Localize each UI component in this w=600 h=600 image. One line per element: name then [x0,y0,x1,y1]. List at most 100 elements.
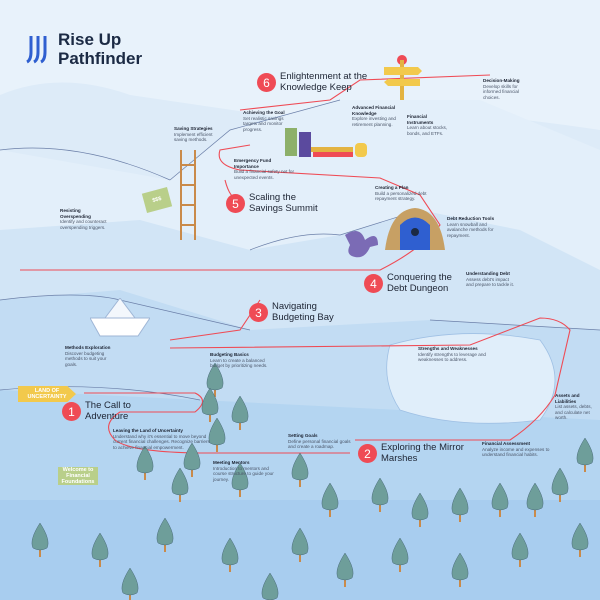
step-title: Strengths and Weaknesses [418,346,478,351]
stage-title: Enlightenment at the Knowledge Keep [280,71,368,93]
step-description: Develop skills for informed financial ch… [483,83,520,100]
step-title: Resisting Overspending [60,208,91,219]
stage-number: 4 [364,274,383,293]
dungeon-gate-icon [385,208,445,250]
tree-icon [231,395,249,430]
step-title: Decision-Making [483,78,520,83]
step-title: Emergency Fund Importance [234,158,272,169]
tree-icon [321,482,339,517]
step-title: Achieving the Goal [243,110,285,115]
step-title: Budgeting Basics [210,352,249,357]
tree-icon [551,467,569,502]
brand-name-line2: Pathfinder [58,49,143,68]
brand-name-line1: Rise Up [58,30,122,49]
tree-icon [511,532,529,567]
step-description: Understand why it's essential to move be… [113,433,210,450]
step-description: Analyze income and expenses to understan… [482,446,550,458]
step-description: Identify strengths to leverage and weakn… [418,351,486,363]
step-description: Define personal financial goals and crea… [288,438,351,450]
step-description: Learn snowball and avalanche methods for… [447,221,494,238]
stage-number: 2 [358,444,377,463]
stage-number: 6 [257,73,276,92]
tree-icon [206,362,224,397]
books-icon [285,128,367,157]
tree-icon [91,532,109,567]
journey-path [20,74,571,454]
stage-title: Conquering the Debt Dungeon [387,272,452,294]
stage-title: Exploring the Mirror Marshes [381,442,464,464]
tree-icon [183,442,201,477]
tree-icon [451,487,469,522]
step-title: Methods Exploration [65,345,111,350]
tree-icon [451,552,469,587]
tree-icon [221,537,239,572]
paper-boat-icon [90,298,150,337]
step-description: Implement efficient saving methods. [174,131,213,143]
welcome-sign: Welcome to Financial Foundations [58,467,98,485]
tree-icon [231,462,249,497]
tree-icon [121,567,139,600]
step-title: Saving Strategies [174,126,213,131]
step-description: Assess debt's impact and prepare to tack… [466,276,515,288]
step-description: Explore investing and retirement plannin… [352,116,396,127]
stage-number: 3 [249,303,268,322]
stage-number: 1 [62,402,81,421]
step-title: Advanced Financial Knowledge [352,105,396,116]
tree-icon [491,482,509,517]
step-title: Setting Goals [288,433,318,438]
tree-icon [171,467,189,502]
tree-icon [526,482,544,517]
step-title: Financial Instruments [407,114,434,125]
tree-icon [411,492,429,527]
land-of-uncertainty-sign: LAND OF UNCERTAINTY [18,386,76,402]
stage-number: 5 [226,194,245,213]
step-title: Understanding Debt [466,271,510,276]
stage-title: Navigating Budgeting Bay [272,301,334,323]
tree-icon [31,522,49,557]
step-description: Build a personalized debt repayment stra… [375,190,427,202]
tree-icon [291,527,309,562]
ladder-icon [180,150,196,240]
step-description: List assets, debts, and calculate net wo… [555,404,592,421]
step-description: Build a financial safety net for unexpec… [234,169,295,180]
step-title: Leaving the Land of Uncertainty [113,428,183,433]
tree-icon [391,537,409,572]
step-description: Set realistic savings targets and monito… [243,115,284,132]
step-title: Financial Assessment [482,441,531,446]
step-title: Creating a Plan [375,185,409,190]
tree-icon [136,445,154,480]
signpost-icon [384,55,422,100]
step-title: Meeting Mentors [213,460,250,465]
step-description: Introduction to mentors and course struc… [213,465,274,482]
tree-icon [156,517,174,552]
tree-icon [576,437,594,472]
step-description: Learn about stocks, bonds, and ETFs. [407,125,448,136]
logo-icon [26,36,47,64]
step-description: Discover budgeting methods to suit your … [65,350,107,367]
tree-icon [208,417,226,452]
stage-title: Scaling the Savings Summit [249,192,318,214]
dragon-icon [345,231,378,258]
